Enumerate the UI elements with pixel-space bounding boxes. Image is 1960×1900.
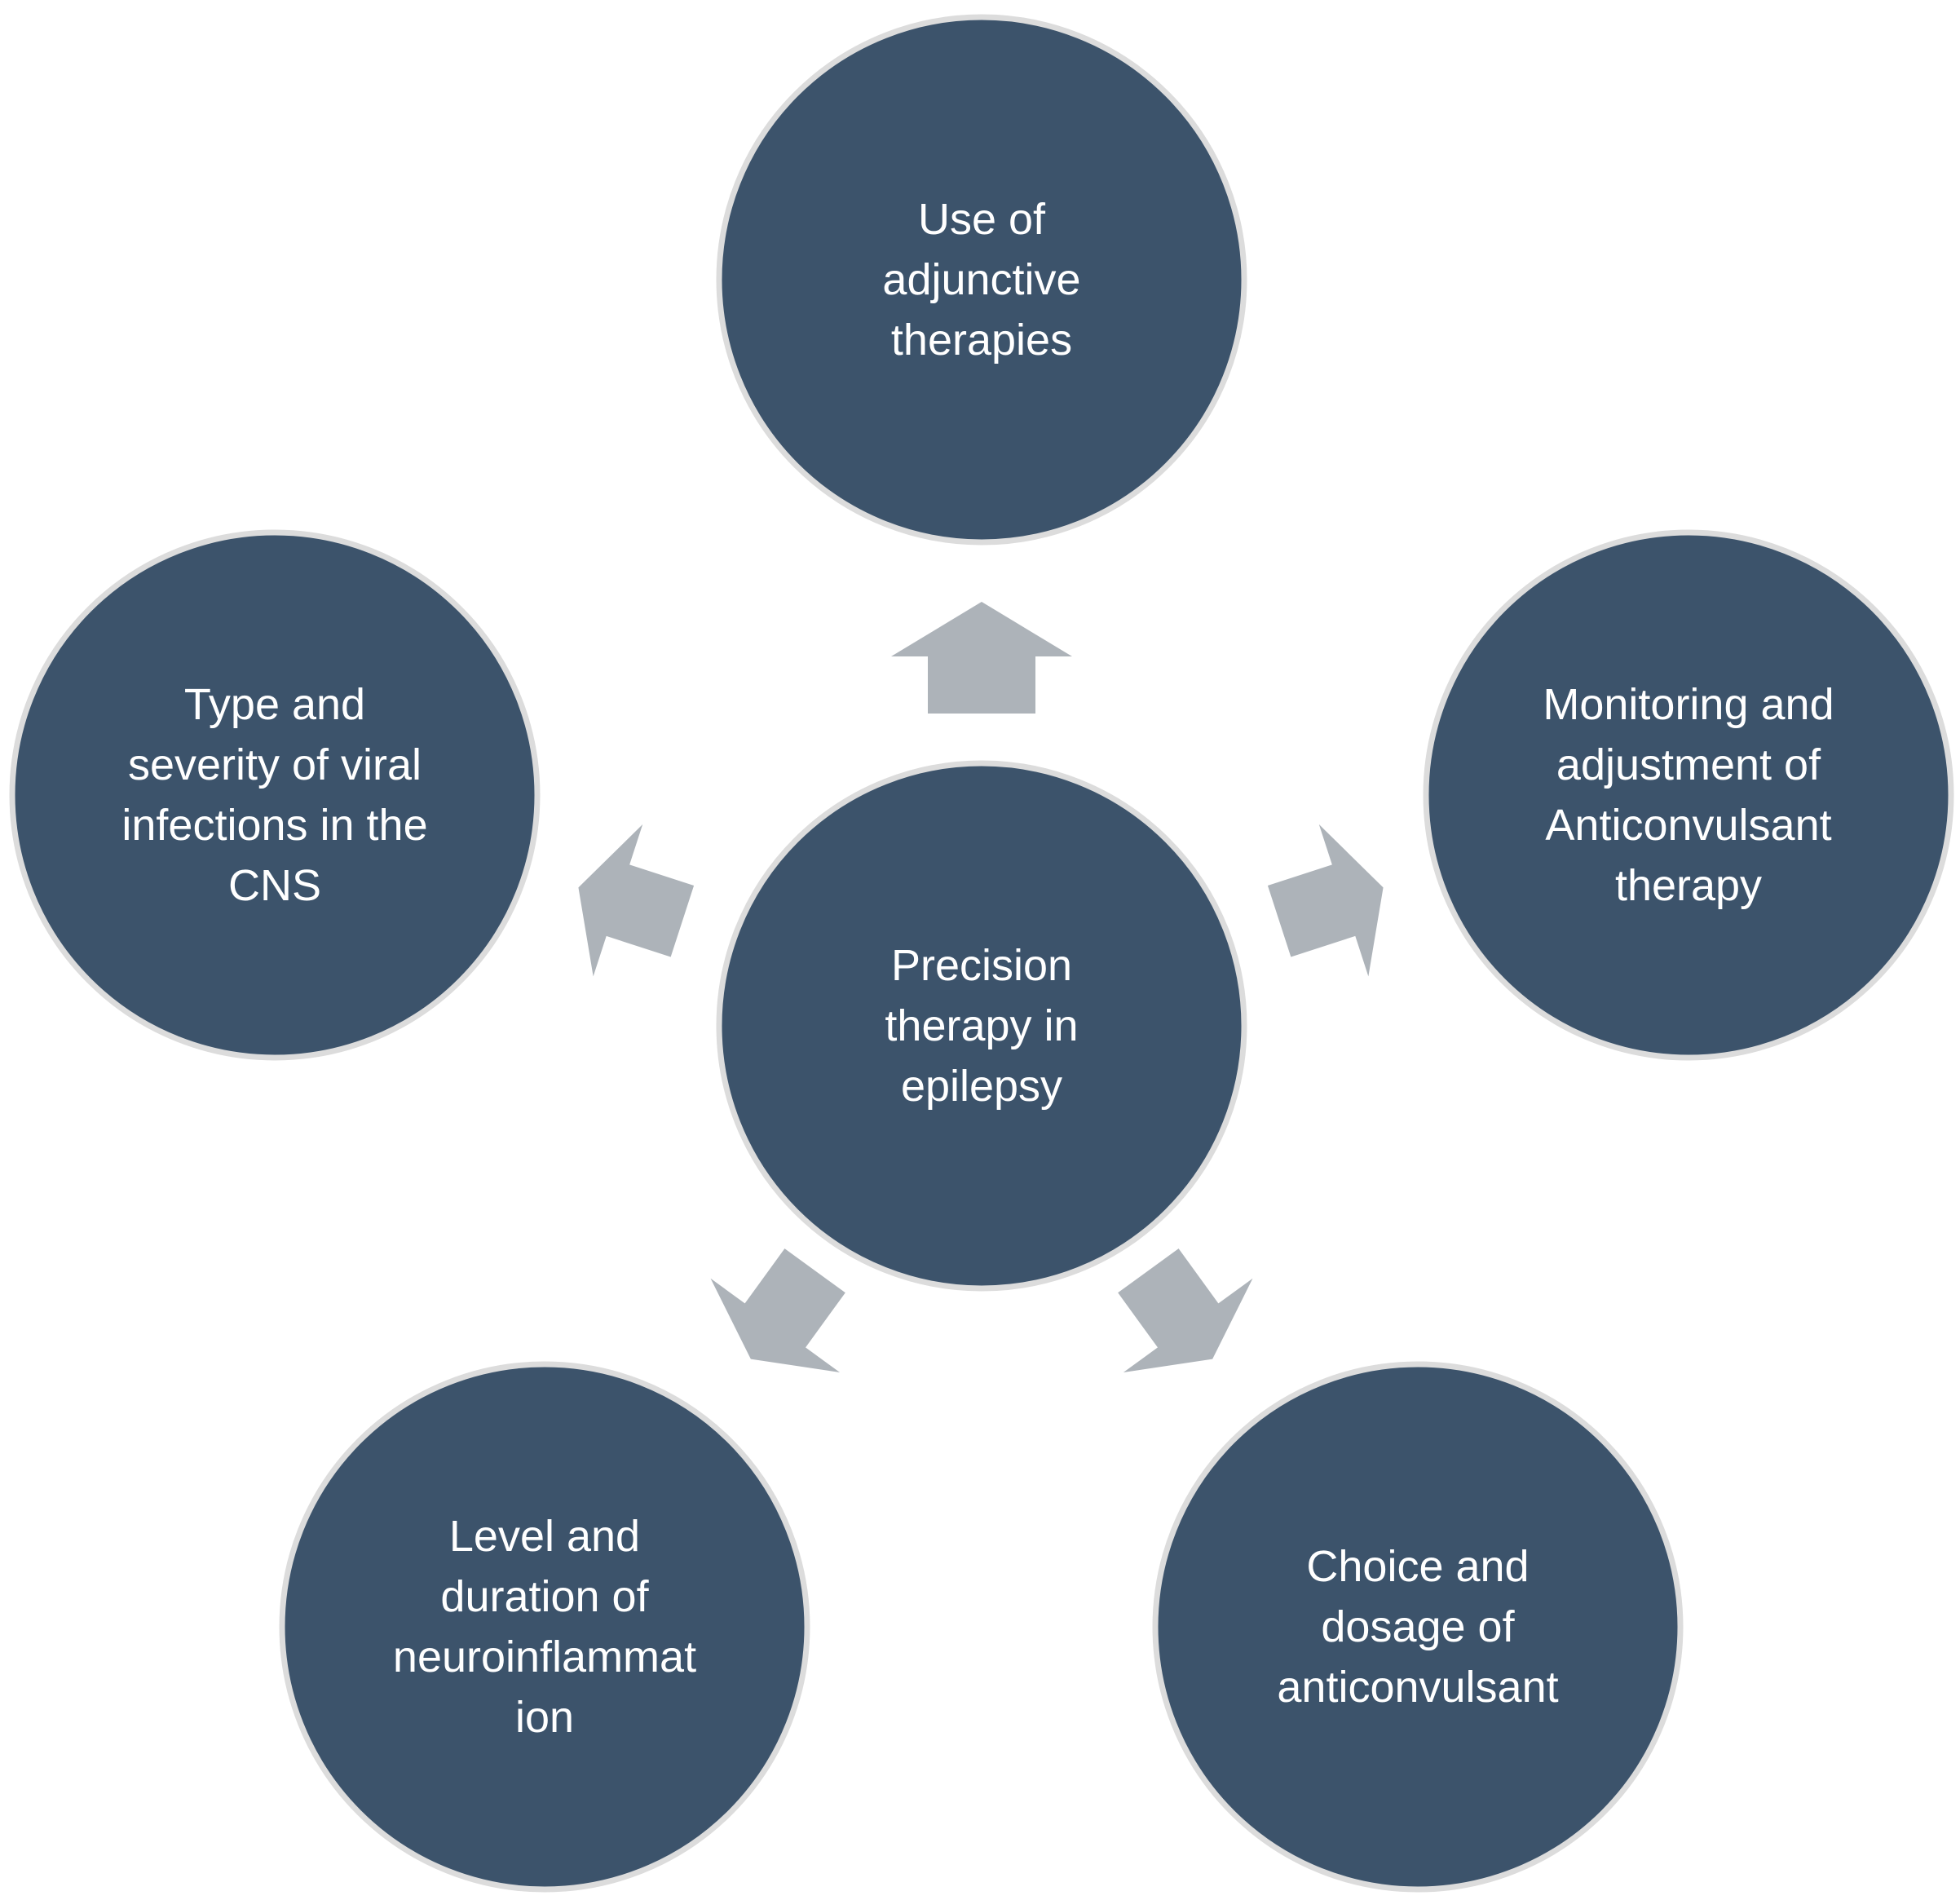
arrow-to-left bbox=[578, 824, 695, 977]
label-line: adjunctive bbox=[882, 255, 1080, 304]
label-line: anticonvulsant bbox=[1277, 1663, 1558, 1712]
label-line: therapy bbox=[1615, 861, 1762, 910]
label-line: CNS bbox=[228, 861, 321, 910]
label-line: Use of bbox=[918, 195, 1046, 244]
label-line: ion bbox=[515, 1693, 574, 1742]
node-right-circle bbox=[1423, 529, 1954, 1061]
node-bottom-right-circle bbox=[1152, 1361, 1684, 1893]
node-bottom-right: Choice and dosage of anticonvulsant bbox=[1152, 1361, 1684, 1893]
node-top: Use of adjunctive therapies bbox=[716, 14, 1247, 546]
node-top-circle bbox=[716, 14, 1247, 546]
arrows bbox=[578, 602, 1384, 1372]
node-left-circle bbox=[9, 529, 541, 1061]
label-line: therapy in bbox=[885, 1001, 1078, 1050]
node-left: Type and severity of viral infections in t… bbox=[9, 529, 541, 1061]
arrow-to-bottom-right bbox=[1118, 1248, 1253, 1372]
node-bottom-left-label: Level and duration of neuroinflammat ion bbox=[393, 1512, 696, 1742]
node-bottom-left-circle bbox=[279, 1361, 810, 1893]
label-line: therapies bbox=[891, 316, 1072, 365]
label-line: duration of bbox=[440, 1572, 649, 1621]
label-line: Level and bbox=[449, 1512, 640, 1561]
label-line: dosage of bbox=[1321, 1602, 1515, 1651]
label-line: infections in the bbox=[121, 801, 427, 850]
node-center-circle bbox=[716, 760, 1247, 1292]
node-right: Monitoring and adjustment of Anticonvulsan… bbox=[1423, 529, 1954, 1061]
node-left-label: Type and severity of viral infections in t… bbox=[121, 680, 427, 910]
label-line: epilepsy bbox=[901, 1062, 1062, 1111]
label-line: Monitoring and bbox=[1543, 680, 1834, 729]
label-line: Anticonvulsant bbox=[1545, 801, 1831, 850]
label-line: Choice and bbox=[1306, 1542, 1529, 1591]
node-center-label: Precision therapy in epilepsy bbox=[885, 941, 1078, 1111]
node-right-label: Monitoring and adjustment of Anticonvulsan… bbox=[1543, 680, 1834, 910]
label-line: Precision bbox=[891, 941, 1072, 990]
arrow-to-bottom-left bbox=[710, 1248, 845, 1372]
arrow-to-right bbox=[1267, 824, 1384, 977]
label-line: severity of viral bbox=[128, 740, 422, 789]
arrow-to-top bbox=[891, 602, 1072, 714]
label-line: Type and bbox=[184, 680, 365, 729]
node-bottom-left: Level and duration of neuroinflammat ion bbox=[279, 1361, 810, 1893]
node-center: Precision therapy in epilepsy bbox=[716, 760, 1247, 1292]
node-bottom-right-label: Choice and dosage of anticonvulsant bbox=[1277, 1542, 1558, 1712]
node-top-label: Use of adjunctive therapies bbox=[882, 195, 1080, 365]
label-line: neuroinflammat bbox=[393, 1633, 696, 1681]
label-line: adjustment of bbox=[1556, 740, 1821, 789]
